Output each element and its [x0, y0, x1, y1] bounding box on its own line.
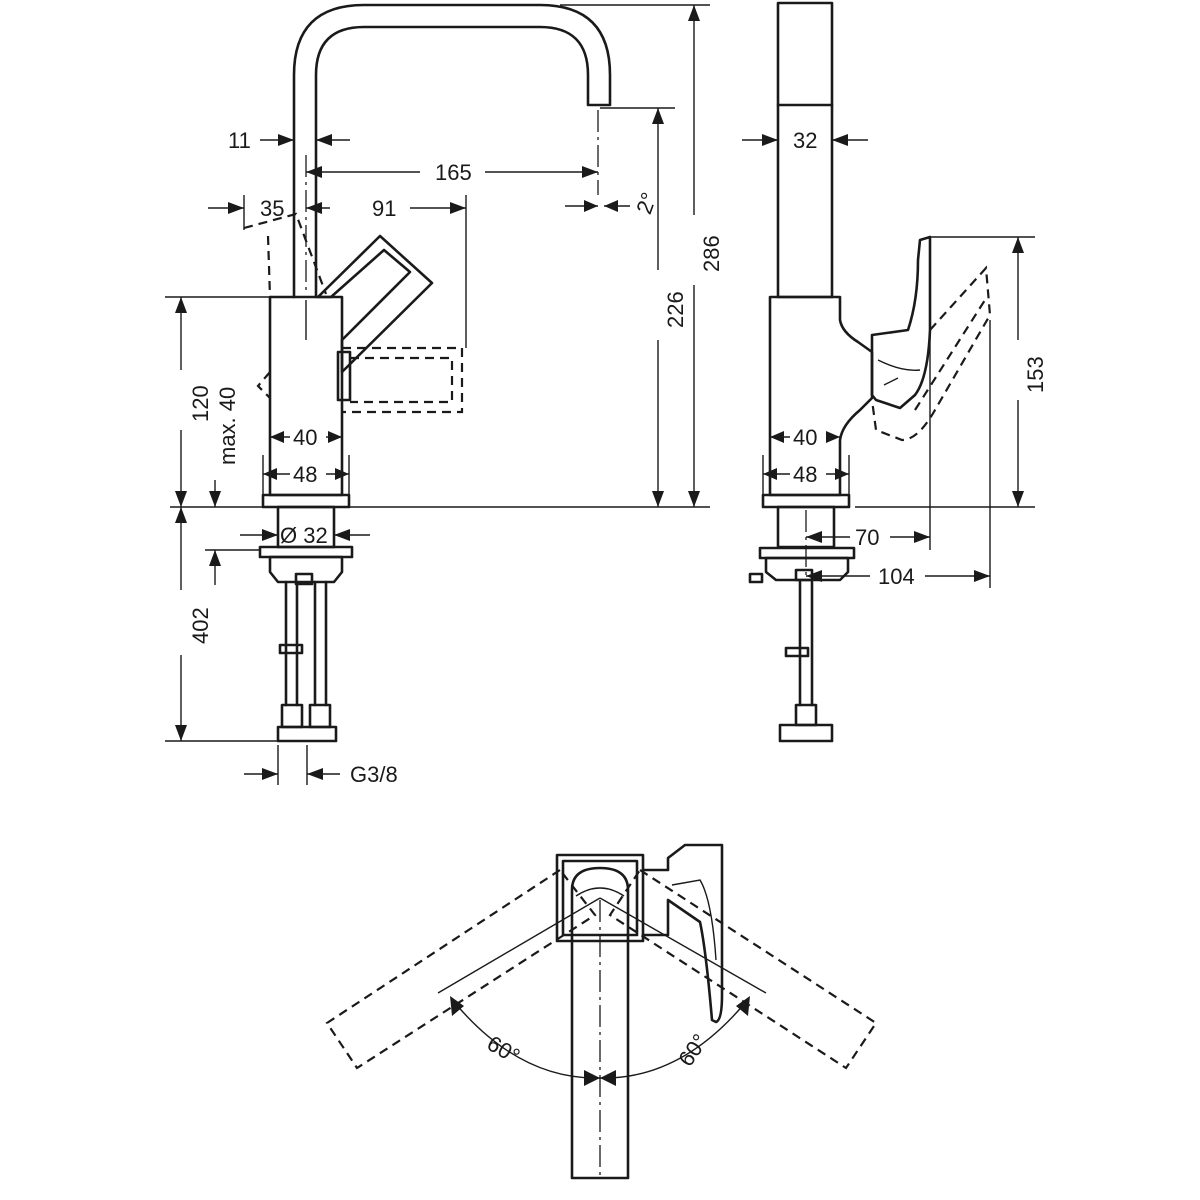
- front-spout: [292, 3, 612, 299]
- dim-total-height-label: 286: [699, 235, 724, 272]
- side-dim-base-width-label: 48: [793, 462, 817, 487]
- dim-base-width-label: 48: [293, 462, 317, 487]
- front-handle-alt: [243, 212, 328, 298]
- side-dim-handle-height-label: 153: [1023, 356, 1048, 393]
- side-handle: [870, 235, 932, 410]
- top-spout: [570, 866, 630, 1180]
- side-dim-handle-depth-label: 70: [855, 525, 879, 550]
- side-handle-alt: [870, 265, 992, 442]
- dim-deck-max-label: max. 40: [215, 387, 240, 465]
- side-dim-handle-open-label: 104: [878, 564, 915, 589]
- dim-spout-reach-label: 165: [435, 160, 472, 185]
- top-handle: [641, 843, 724, 1024]
- top-angle-right-label: 60°: [673, 1029, 713, 1071]
- top-handle-alt-right: [608, 868, 878, 1070]
- dim-spout-angle-label: 2°: [631, 189, 662, 217]
- dim-body-height-label: 120: [188, 385, 213, 422]
- dim-spout-height-label: 226: [663, 291, 688, 328]
- side-base: [761, 493, 851, 509]
- dim-shank-diameter-label: Ø 32: [280, 523, 328, 548]
- side-view: 32 153 40 48 70 104: [742, 1, 1048, 743]
- dim-hose-length-label: 402: [188, 607, 213, 644]
- top-view: 60° 60°: [325, 843, 878, 1180]
- dim-body-width-label: 40: [293, 425, 317, 450]
- front-handle: [316, 234, 434, 374]
- front-view: 11 165 2° 35 91 226 2: [165, 3, 724, 787]
- dim-connection-label: G3/8: [350, 762, 398, 787]
- side-dim-body-width-label: 40: [793, 425, 817, 450]
- dim-handle-front-label: 91: [372, 196, 396, 221]
- side-body: [768, 295, 874, 497]
- dim-wall-label: 11: [228, 128, 251, 153]
- dim-handle-back-label: 35: [260, 196, 284, 221]
- side-dim-spout-width-label: 32: [793, 128, 817, 153]
- front-base: [261, 493, 351, 509]
- top-handle-alt-left: [325, 868, 597, 1070]
